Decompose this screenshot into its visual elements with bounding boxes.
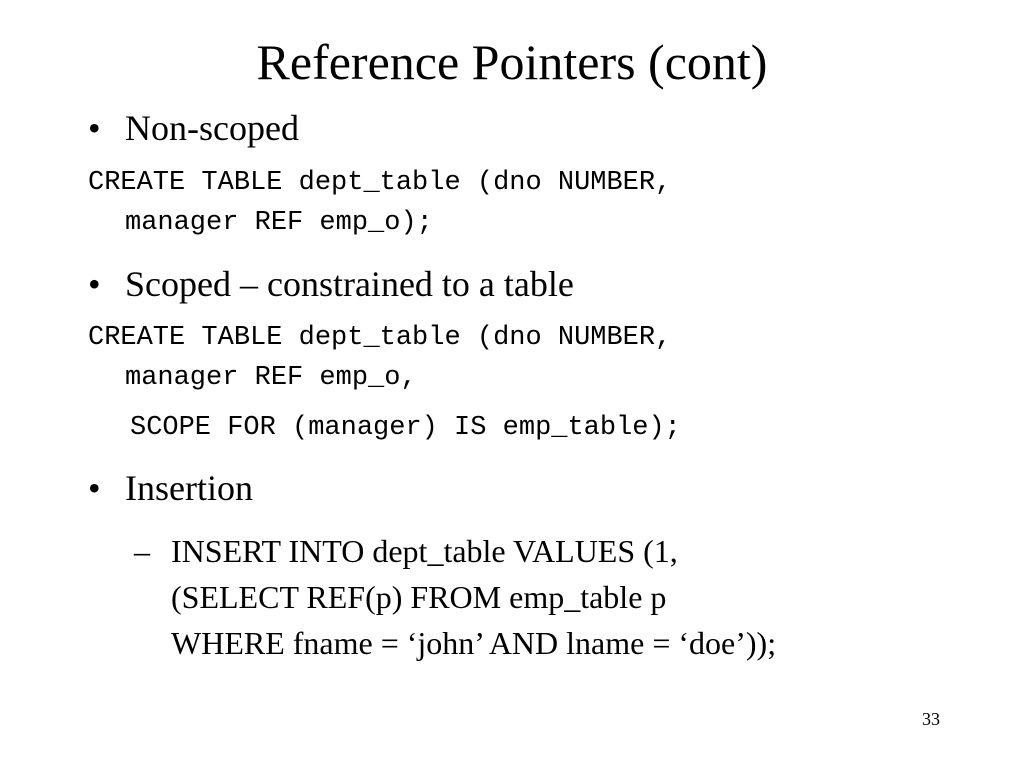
sub-bullet-line: INSERT INTO dept_table VALUES (1,: [171, 533, 678, 569]
sub-bullet-marker: –: [134, 533, 150, 569]
bullet-marker: •: [88, 108, 101, 148]
bullet-non-scoped: • Non-scoped: [88, 106, 299, 150]
code-line: CREATE TABLE dept_table (dno NUMBER,: [88, 323, 672, 353]
bullet-marker: •: [88, 468, 101, 508]
slide-title: Reference Pointers (cont): [256, 34, 768, 90]
bullet-text: Scoped – constrained to a table: [125, 264, 574, 304]
bullet-insertion: • Insertion: [88, 466, 253, 510]
code-line-scope: SCOPE FOR (manager) IS emp_table);: [130, 413, 681, 443]
bullet-marker: •: [88, 264, 101, 304]
code-line: CREATE TABLE dept_table (dno NUMBER,: [88, 168, 672, 198]
sub-bullet-insert: –INSERT INTO dept_table VALUES (1, (SELE…: [134, 528, 776, 666]
bullet-scoped: • Scoped – constrained to a table: [88, 262, 574, 306]
sub-bullet-line: WHERE fname = ‘john’ AND lname = ‘doe’))…: [171, 625, 777, 661]
bullet-text: Insertion: [125, 468, 253, 508]
code-block-scoped: CREATE TABLE dept_table (dno NUMBER, mana…: [88, 318, 671, 398]
code-line: manager REF emp_o);: [125, 208, 433, 238]
code-block-non-scoped: CREATE TABLE dept_table (dno NUMBER, mana…: [88, 163, 671, 243]
page-number: 33: [922, 709, 940, 729]
sub-bullet-line: (SELECT REF(p) FROM emp_table p: [171, 579, 667, 615]
bullet-text: Non-scoped: [125, 108, 299, 148]
code-line: manager REF emp_o,: [125, 363, 417, 393]
